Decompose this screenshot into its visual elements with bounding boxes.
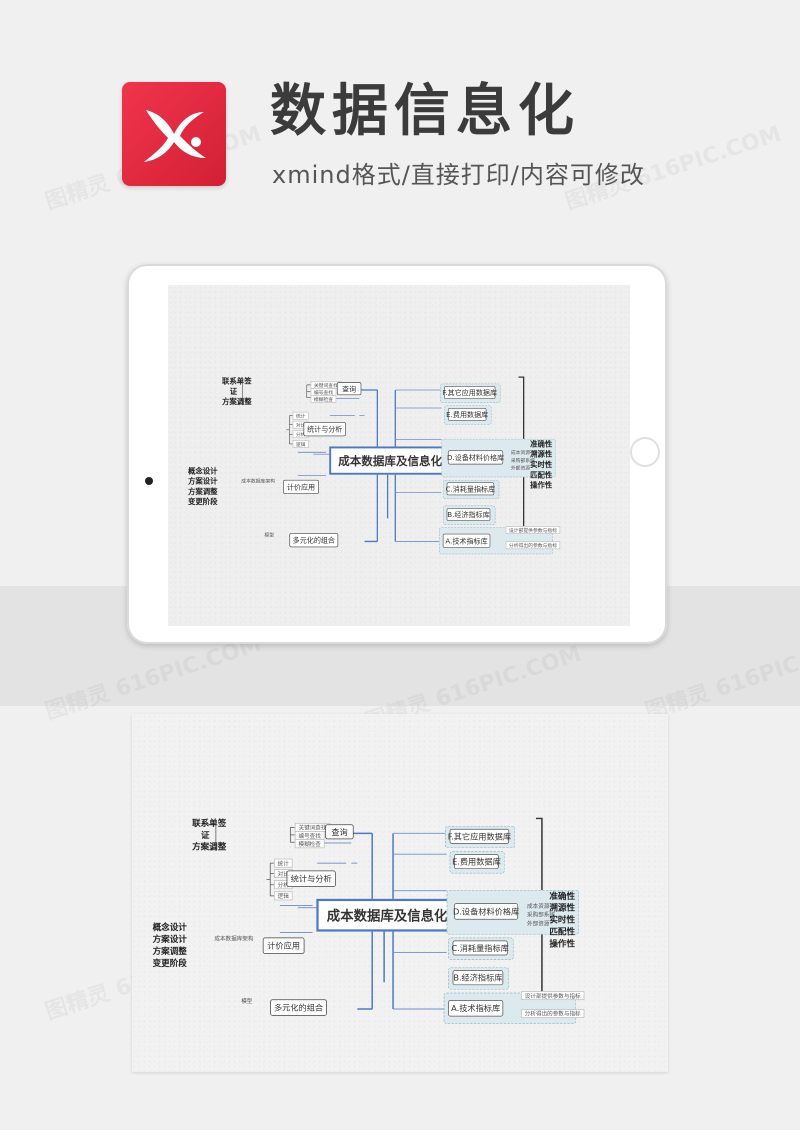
page-subtitle: xmind格式/直接打印/内容可修改 [272,161,645,189]
query-context-text: 联系单签 证 方案调整 [222,376,252,407]
quality-list: 准确性 溯源性 实时性 匹配性 操作性 [549,890,576,949]
db-a-subitem[interactable]: 分析得出的参数与指标 [505,541,561,550]
db-node-c[interactable]: C.消耗量指标库 [446,482,495,496]
query-context-text: 联系单签 证 方案调整 [192,817,227,852]
combo-node[interactable]: 多元化的组合 [270,999,327,1016]
stats-node[interactable]: 统计与分析 [303,422,346,437]
combo-subitem[interactable]: 模型 [241,997,253,1005]
stats-subitem[interactable]: 逻辑 [292,440,309,448]
mindmap-tablet: 成本数据库及信息化 联系单签 证 方案调整 概念设计 方案设计 方案调整 变更阶… [172,313,630,621]
stats-node[interactable]: 统计与分析 [286,870,336,887]
stats-subitem[interactable]: 统计 [273,858,293,868]
pricing-context-text: 概念设计 方案设计 方案调整 变更阶段 [152,921,187,969]
db-d-subitem[interactable]: 外部资源 [527,920,550,928]
xmind-x-icon [144,110,206,162]
db-node-a[interactable]: A.技术指标库 [442,533,491,548]
db-node-b[interactable]: B.经济指标库 [452,970,504,986]
pricing-subitem[interactable]: 成本数据库架构 [214,935,254,943]
db-node-c[interactable]: C.消耗量指标库 [451,940,509,956]
db-d-subitem[interactable]: 采购部系统 [527,911,555,919]
stats-subitem[interactable]: 逻辑 [273,891,293,901]
tablet-screen: 成本数据库及信息化 联系单签 证 方案调整 概念设计 方案设计 方案调整 变更阶… [168,285,630,626]
db-node-e[interactable]: E.费用数据库 [452,854,501,870]
db-node-b[interactable]: B.经济指标库 [446,508,491,521]
query-node[interactable]: 查询 [336,382,362,396]
db-a-subitem[interactable]: 分析得出的参数与指标 [521,1009,585,1018]
db-node-d[interactable]: D.设备材料价格库 [453,903,519,920]
db-d-subitem[interactable]: 成本资源 [527,902,550,910]
tablet-camera [145,477,153,485]
combo-node[interactable]: 多元化的组合 [289,533,339,548]
xmind-logo [122,82,226,186]
combo-subitem[interactable]: 模型 [264,531,275,538]
db-node-f[interactable]: F.其它应用数据库 [448,828,511,844]
db-d-subitem[interactable]: 外部资源 [510,465,531,471]
db-d-subitem[interactable]: 成本资源 [510,449,531,456]
db-d-subitem[interactable]: 采购部系统 [510,457,535,464]
stats-subitem[interactable]: 统计 [292,411,309,420]
pricing-node[interactable]: 计价应用 [262,937,305,954]
db-a-subitem[interactable]: 设计部提供参数与指标 [521,991,585,1001]
mindmap-sheet: 成本数据库及信息化 联系单签 证 方案调整 概念设计 方案设计 方案调整 变更阶… [134,744,668,1072]
pricing-context-text: 概念设计 方案设计 方案调整 变更阶段 [188,466,218,507]
db-node-f[interactable]: F.其它应用数据库 [442,386,497,399]
query-node[interactable]: 查询 [325,824,354,840]
db-node-e[interactable]: E.费用数据库 [446,407,488,421]
db-node-a[interactable]: A.技术指标库 [448,1000,504,1017]
pricing-node[interactable]: 计价应用 [283,479,319,494]
db-node-d[interactable]: D.设备材料价格库 [447,450,504,465]
query-subitem[interactable]: 模糊检查 [310,395,337,403]
db-a-subitem[interactable]: 设计部提供参数与指标 [505,526,561,534]
page-title: 数据信息化 [270,79,580,144]
quality-list: 准确性 溯源性 实时性 匹配性 操作性 [530,439,553,490]
query-subitem[interactable]: 模糊检查 [294,839,325,849]
central-topic[interactable]: 成本数据库及信息化 [316,898,458,932]
pricing-subitem[interactable]: 成本数据库架构 [241,477,275,484]
central-topic[interactable]: 成本数据库及信息化 [329,446,452,475]
paper-sheet: 成本数据库及信息化 联系单签 证 方案调整 概念设计 方案设计 方案调整 变更阶… [132,714,668,1072]
tablet-home-button [630,437,660,467]
